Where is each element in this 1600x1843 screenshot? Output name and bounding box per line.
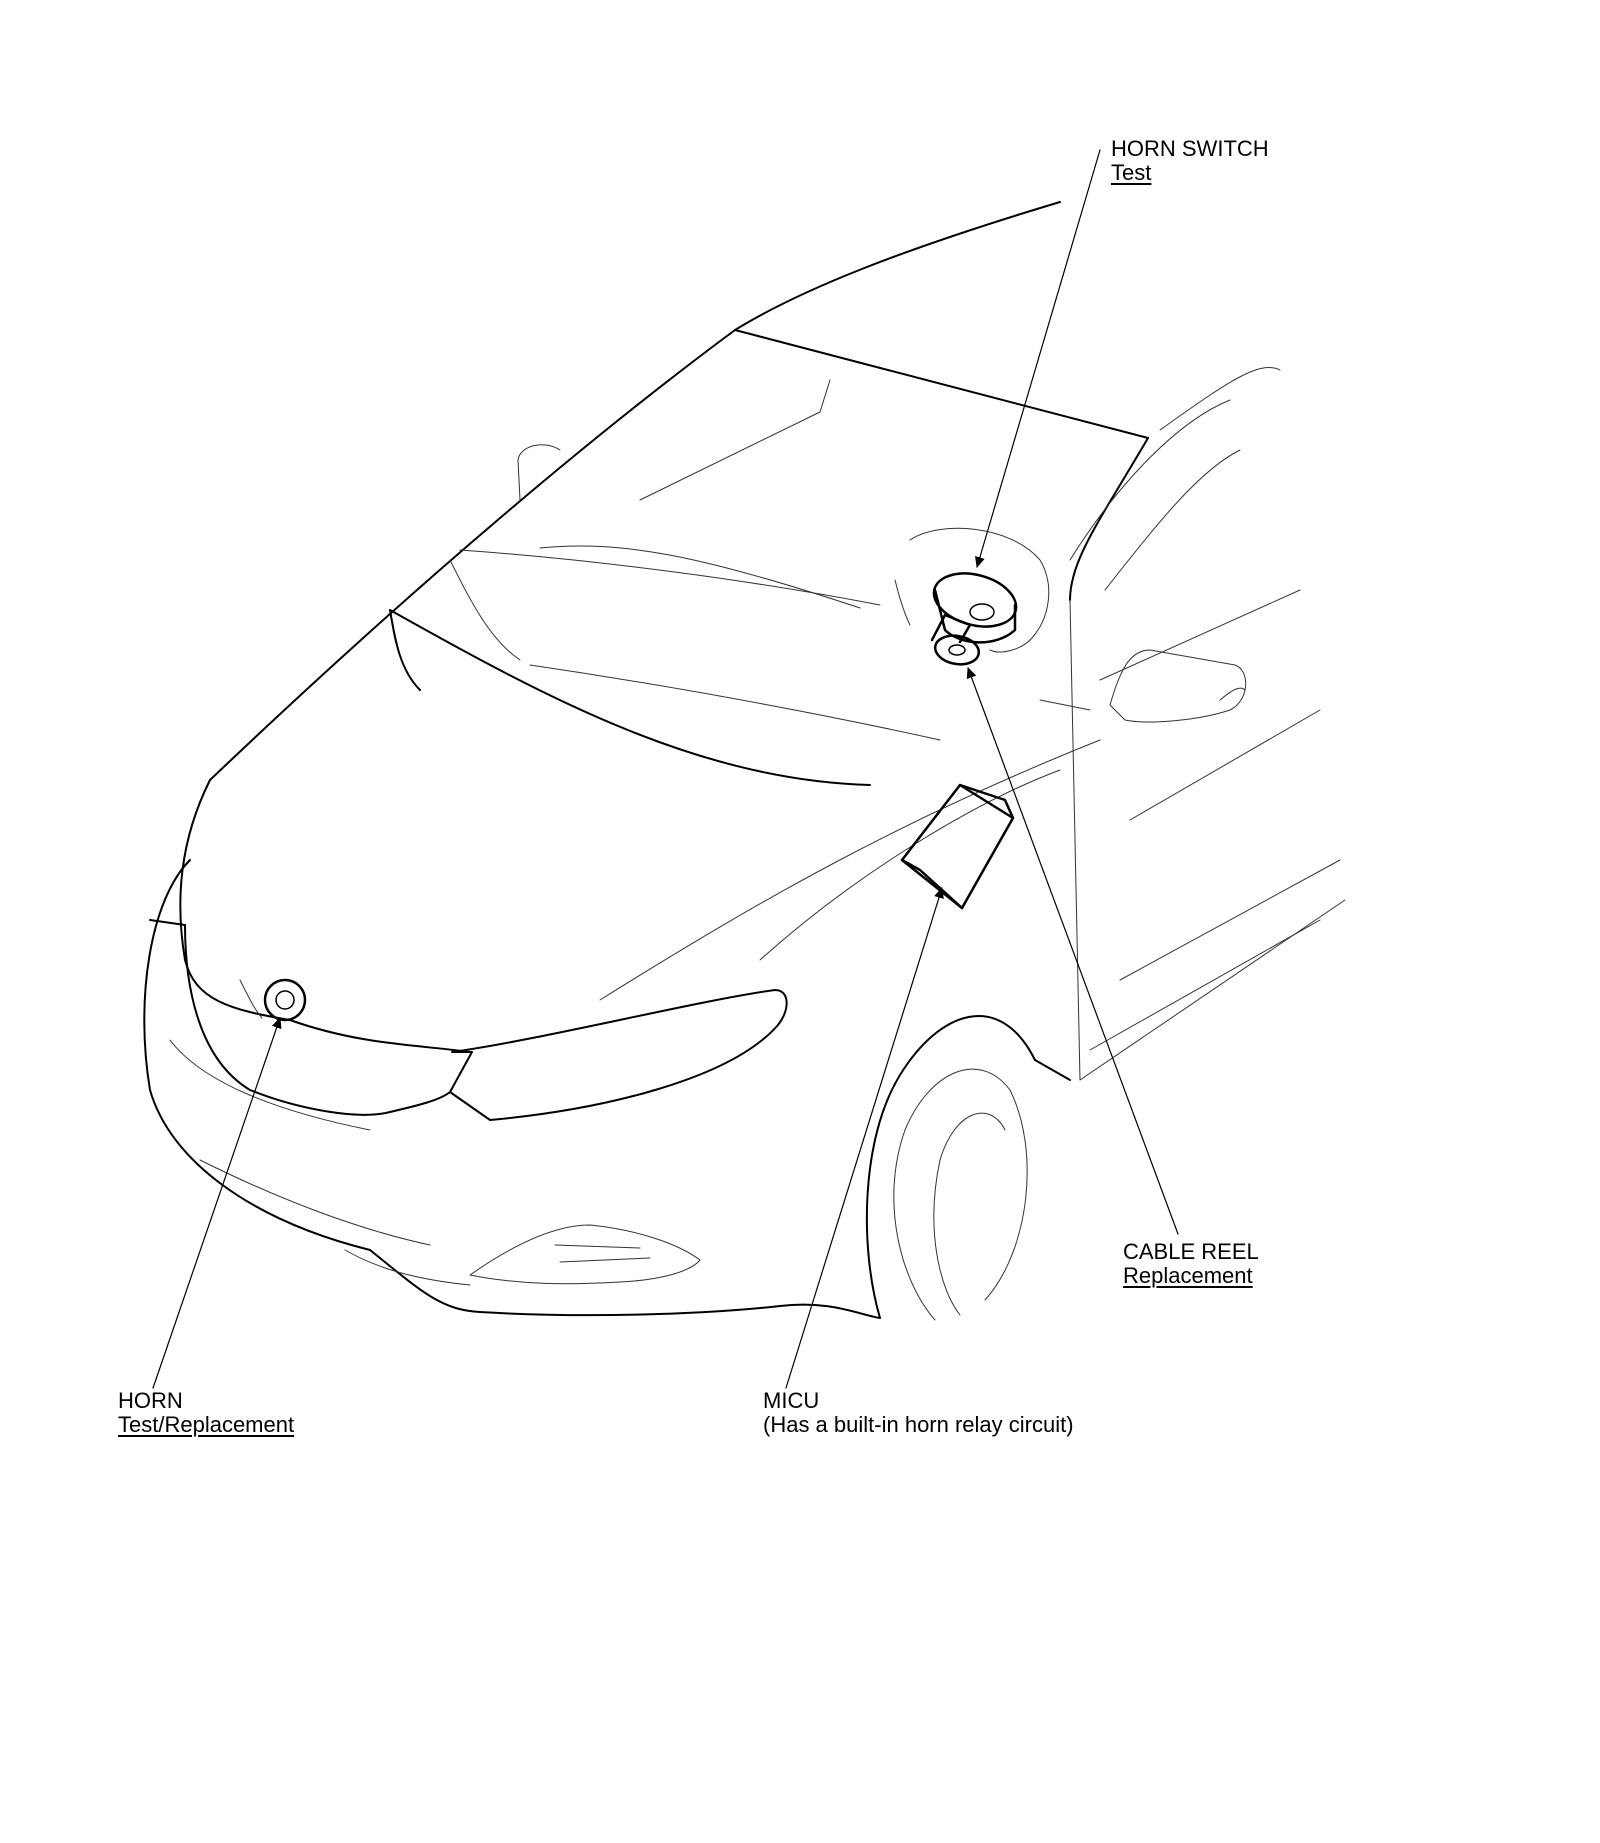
horn-switch-pad xyxy=(932,572,1018,644)
micu-box xyxy=(900,783,1015,910)
cable-reel-replacement-link[interactable]: Replacement xyxy=(1123,1263,1253,1288)
cable-reel-label: CABLE REEL xyxy=(1123,1239,1259,1264)
leader-micu xyxy=(785,887,944,1389)
callout-horn-switch: HORN SWITCH Test xyxy=(1111,137,1269,185)
horn-label: HORN xyxy=(118,1388,183,1413)
callout-horn: HORN Test/Replacement xyxy=(118,1389,294,1437)
leader-cable-reel xyxy=(966,667,1179,1235)
callout-micu: MICU (Has a built-in horn relay circuit) xyxy=(763,1389,1074,1437)
callout-cable-reel: CABLE REEL Replacement xyxy=(1123,1240,1259,1288)
micu-label: MICU xyxy=(763,1388,820,1413)
cable-reel-part xyxy=(930,613,981,666)
horn-switch-label: HORN SWITCH xyxy=(1111,136,1269,161)
horn-switch-test-link[interactable]: Test xyxy=(1111,160,1152,185)
leader-lines xyxy=(152,149,1179,1389)
body-outline xyxy=(143,201,1149,1319)
micu-note: (Has a built-in horn relay circuit) xyxy=(763,1412,1074,1437)
horn-test-replacement-link[interactable]: Test/Replacement xyxy=(118,1412,295,1437)
horn-part xyxy=(263,978,307,1022)
body-details xyxy=(169,367,1346,1321)
leader-horn xyxy=(152,1017,282,1389)
leader-horn-switch xyxy=(975,149,1101,568)
